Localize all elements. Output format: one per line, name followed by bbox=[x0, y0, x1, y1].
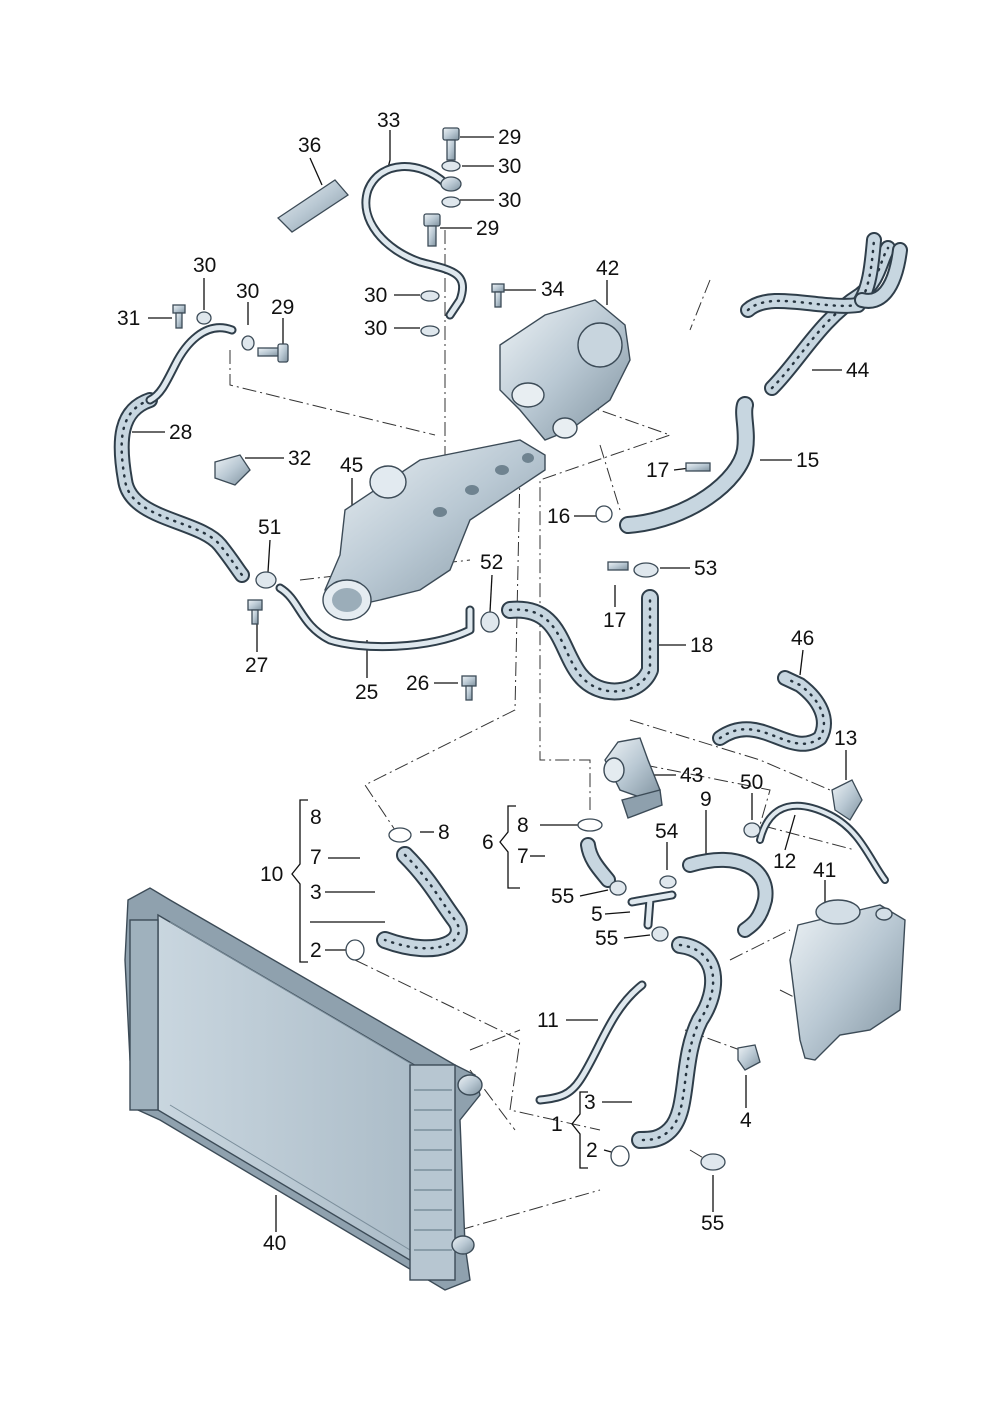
callout-labels: 33 36 29 30 30 29 30 30 34 42 30 30 29 3… bbox=[117, 109, 870, 1255]
callout-30: 30 bbox=[364, 317, 387, 340]
callout-30: 30 bbox=[193, 254, 216, 277]
callout-34: 34 bbox=[541, 278, 565, 301]
callout-30: 30 bbox=[364, 284, 387, 307]
callout-36: 36 bbox=[298, 134, 321, 157]
callout-27: 27 bbox=[245, 654, 268, 677]
callout-42: 42 bbox=[596, 257, 619, 280]
callout-9: 9 bbox=[700, 788, 712, 811]
callout-54: 54 bbox=[655, 820, 679, 843]
callout-46: 46 bbox=[791, 627, 814, 650]
callout-25: 25 bbox=[355, 681, 378, 704]
water-pump-housing bbox=[499, 299, 631, 441]
callout-6: 6 bbox=[482, 831, 494, 854]
callout-28: 28 bbox=[169, 421, 192, 444]
callout-7: 7 bbox=[517, 845, 529, 868]
fasteners bbox=[172, 127, 863, 1171]
callout-41: 41 bbox=[813, 859, 836, 882]
callout-30: 30 bbox=[498, 189, 521, 212]
radiator bbox=[124, 887, 483, 1291]
callout-17: 17 bbox=[646, 459, 669, 482]
callout-30: 30 bbox=[236, 280, 259, 303]
callout-30: 30 bbox=[498, 155, 521, 178]
callout-55: 55 bbox=[595, 927, 618, 950]
callout-8: 8 bbox=[310, 806, 322, 829]
callout-29: 29 bbox=[271, 296, 294, 319]
callout-43: 43 bbox=[680, 764, 703, 787]
callout-40: 40 bbox=[263, 1232, 286, 1255]
callout-12: 12 bbox=[773, 850, 796, 873]
callout-7: 7 bbox=[310, 846, 322, 869]
callout-3: 3 bbox=[310, 881, 322, 904]
callout-4: 4 bbox=[740, 1109, 752, 1132]
callout-17: 17 bbox=[603, 609, 626, 632]
callout-53: 53 bbox=[694, 557, 717, 580]
callout-52: 52 bbox=[480, 551, 503, 574]
callout-16: 16 bbox=[547, 505, 570, 528]
callout-55: 55 bbox=[551, 885, 574, 908]
callout-11: 11 bbox=[537, 1009, 559, 1032]
thermostat-housing bbox=[603, 737, 663, 819]
callout-10: 10 bbox=[260, 863, 283, 886]
callout-44: 44 bbox=[846, 359, 870, 382]
callout-32: 32 bbox=[288, 447, 311, 470]
coolant-flange bbox=[322, 439, 546, 621]
callout-2: 2 bbox=[586, 1139, 598, 1162]
callout-3: 3 bbox=[584, 1091, 596, 1114]
callout-2: 2 bbox=[310, 939, 322, 962]
callout-13: 13 bbox=[834, 727, 857, 750]
hoses bbox=[113, 232, 908, 1149]
coolant-expansion-tank bbox=[789, 899, 906, 1061]
callout-29: 29 bbox=[498, 126, 521, 149]
callout-1: 1 bbox=[551, 1113, 563, 1136]
callout-18: 18 bbox=[690, 634, 713, 657]
callout-50: 50 bbox=[740, 771, 763, 794]
pipes bbox=[145, 162, 889, 1105]
callout-51: 51 bbox=[258, 516, 281, 539]
callout-15: 15 bbox=[796, 449, 819, 472]
callout-31: 31 bbox=[117, 307, 140, 330]
callout-8: 8 bbox=[517, 814, 529, 837]
callout-8: 8 bbox=[438, 821, 450, 844]
callout-55: 55 bbox=[701, 1212, 724, 1235]
callout-29: 29 bbox=[476, 217, 499, 240]
callout-33: 33 bbox=[377, 109, 400, 132]
callout-26: 26 bbox=[406, 672, 429, 695]
callout-45: 45 bbox=[340, 454, 363, 477]
callout-5: 5 bbox=[591, 903, 603, 926]
